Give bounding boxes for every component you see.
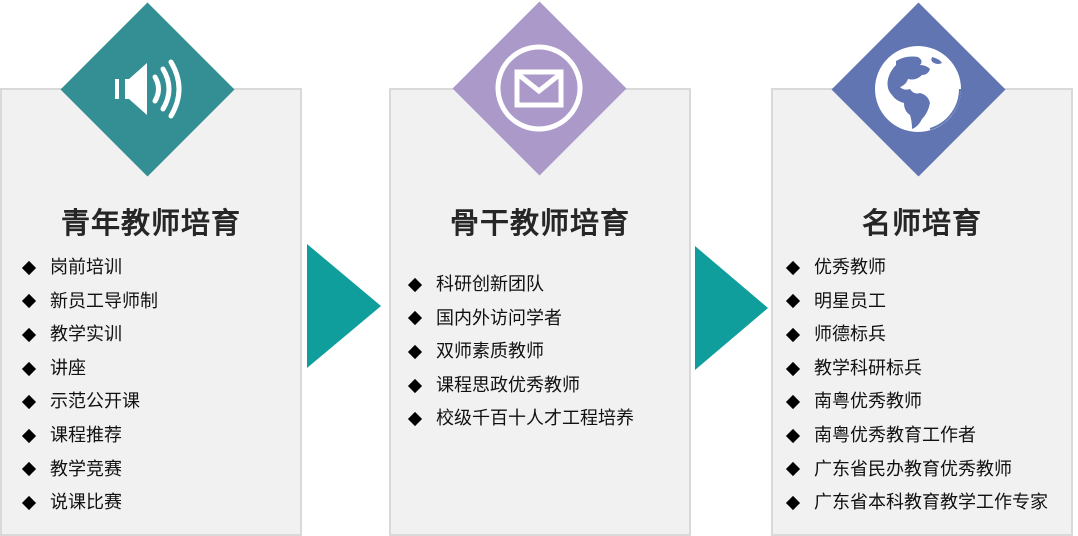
list-item: 岗前培训 — [20, 251, 158, 285]
diamond-bullet-icon — [407, 378, 423, 393]
list-item: 教学竞赛 — [20, 453, 158, 487]
stage-title: 骨干教师培育 — [449, 206, 630, 240]
diamond-bullet-icon — [785, 428, 801, 443]
diamond-bullet-icon — [407, 277, 423, 292]
diamond-bullet-icon — [21, 428, 37, 443]
diamond-bullet-icon — [21, 327, 37, 343]
diamond-bullet-icon — [407, 412, 423, 427]
diamond-bullet-icon — [785, 495, 801, 511]
diamond-bullet-icon — [21, 294, 37, 309]
list-item: 说课比赛 — [20, 486, 158, 520]
diamond-bullet-icon — [21, 395, 37, 410]
stage-title: 青年教师培育 — [60, 206, 241, 240]
diamond-bullet-icon — [785, 260, 801, 275]
diamond-bullet-icon — [21, 495, 37, 511]
diamond-bullet-icon — [785, 361, 801, 376]
list-item: 国内外访问学者 — [406, 302, 634, 336]
diamond-bullet-icon — [21, 361, 37, 376]
arrow-right-icon — [695, 246, 768, 370]
list-item: 讲座 — [20, 352, 158, 386]
diamond-bullet-icon — [785, 462, 801, 477]
diamond-bullet-icon — [21, 260, 37, 275]
stage-item-list: 优秀教师 明星员工 师德标兵 教学科研标兵 南粤优秀教师 南粤优秀教育工作者 广… — [784, 251, 1048, 520]
diamond-bullet-icon — [785, 327, 801, 343]
speaker-volume-icon — [102, 44, 192, 134]
diamond-bullet-icon — [407, 344, 423, 360]
list-item: 科研创新团队 — [406, 268, 634, 302]
list-item: 明星员工 — [784, 285, 1048, 319]
list-item: 优秀教师 — [784, 251, 1048, 285]
list-item: 双师素质教师 — [406, 335, 634, 369]
list-item: 教学科研标兵 — [784, 352, 1048, 386]
list-item: 示范公开课 — [20, 385, 158, 419]
list-item: 课程思政优秀教师 — [406, 369, 634, 403]
list-item: 师德标兵 — [784, 318, 1048, 352]
arrow-right-icon — [307, 244, 381, 368]
stage-title: 名师培育 — [861, 206, 982, 240]
diamond-bullet-icon — [21, 462, 37, 477]
diamond-bullet-icon — [785, 294, 801, 309]
list-item: 教学实训 — [20, 318, 158, 352]
list-item: 课程推荐 — [20, 419, 158, 453]
envelope-circle-icon — [494, 43, 584, 133]
list-item: 广东省民办教育优秀教师 — [784, 453, 1048, 487]
diamond-bullet-icon — [785, 395, 801, 410]
list-item: 广东省本科教育教学工作专家 — [784, 486, 1048, 520]
stage-item-list: 岗前培训 新员工导师制 教学实训 讲座 示范公开课 课程推荐 教学竞赛 说课比赛 — [20, 251, 158, 520]
list-item: 南粤优秀教师 — [784, 385, 1048, 419]
list-item: 新员工导师制 — [20, 285, 158, 319]
diamond-bullet-icon — [407, 311, 423, 326]
globe-americas-icon — [873, 44, 963, 134]
list-item: 校级千百十人才工程培养 — [406, 402, 634, 436]
stage-item-list: 科研创新团队 国内外访问学者 双师素质教师 课程思政优秀教师 校级千百十人才工程… — [406, 268, 634, 436]
list-item: 南粤优秀教育工作者 — [784, 419, 1048, 453]
